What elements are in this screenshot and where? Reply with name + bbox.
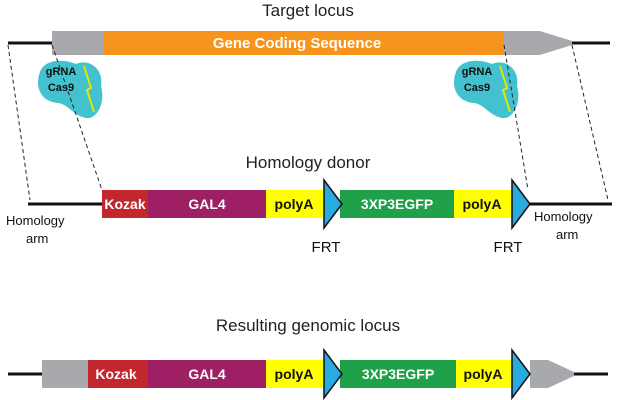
grna-label-right: gRNA <box>462 66 493 78</box>
result-kozak-label: Kozak <box>95 366 136 382</box>
resulting-locus-title: Resulting genomic locus <box>216 316 400 335</box>
result-marker-label: 3XP3EGFP <box>362 366 434 382</box>
donor-gal4-box <box>148 190 266 218</box>
donor-polya2-box <box>454 190 512 218</box>
donor-polya2-label: polyA <box>463 196 502 212</box>
donor-polya1-box <box>266 190 324 218</box>
donor-kozak-label: Kozak <box>104 196 145 212</box>
result-kozak-box <box>88 360 148 388</box>
cas9-label-left: Cas9 <box>48 82 74 94</box>
donor-marker-label: 3XP3EGFP <box>361 196 433 212</box>
result-polya1-label: polyA <box>275 366 314 382</box>
gene-coding-sequence-box <box>104 31 504 55</box>
donor-frt-left <box>323 177 343 231</box>
frt-label-right: FRT <box>494 239 523 256</box>
homology-donor-title: Homology donor <box>246 153 371 172</box>
donor-frt-right <box>511 177 531 231</box>
donor-marker-box <box>340 190 454 218</box>
grna-strand-right <box>499 65 511 113</box>
left-homology-arm-label-line1: Homology <box>6 213 65 228</box>
right-homology-arm-label-line1: Homology <box>534 209 593 224</box>
target-locus-title: Target locus <box>262 1 354 20</box>
result-3utr <box>530 360 574 388</box>
right-homology-arm-label-line2: arm <box>556 227 578 242</box>
grna-strand-left <box>83 65 95 113</box>
result-frt-left <box>323 347 343 400</box>
frt-label-left: FRT <box>312 239 341 256</box>
result-gal4-box <box>148 360 266 388</box>
result-marker-box <box>340 360 456 388</box>
cas9-label-right: Cas9 <box>464 82 490 94</box>
result-polya2-label: polyA <box>464 366 503 382</box>
donor-polya1-label: polyA <box>275 196 314 212</box>
donor-kozak-box <box>102 190 148 218</box>
result-gal4-label: GAL4 <box>188 366 226 382</box>
cas9-grna-right: gRNA Cas9 <box>454 60 519 119</box>
gene-coding-sequence-label: Gene Coding Sequence <box>213 35 381 52</box>
target-5utr <box>52 31 104 55</box>
result-polya1-box <box>266 360 324 388</box>
result-frt-right <box>511 347 531 400</box>
target-3utr <box>504 31 572 55</box>
donor-gal4-label: GAL4 <box>188 196 226 212</box>
result-polya2-box <box>456 360 512 388</box>
result-5utr <box>42 360 88 388</box>
homology-guides <box>7 44 609 201</box>
left-homology-arm-label-line2: arm <box>26 231 48 246</box>
cas9-grna-left: gRNA Cas9 <box>38 60 103 119</box>
